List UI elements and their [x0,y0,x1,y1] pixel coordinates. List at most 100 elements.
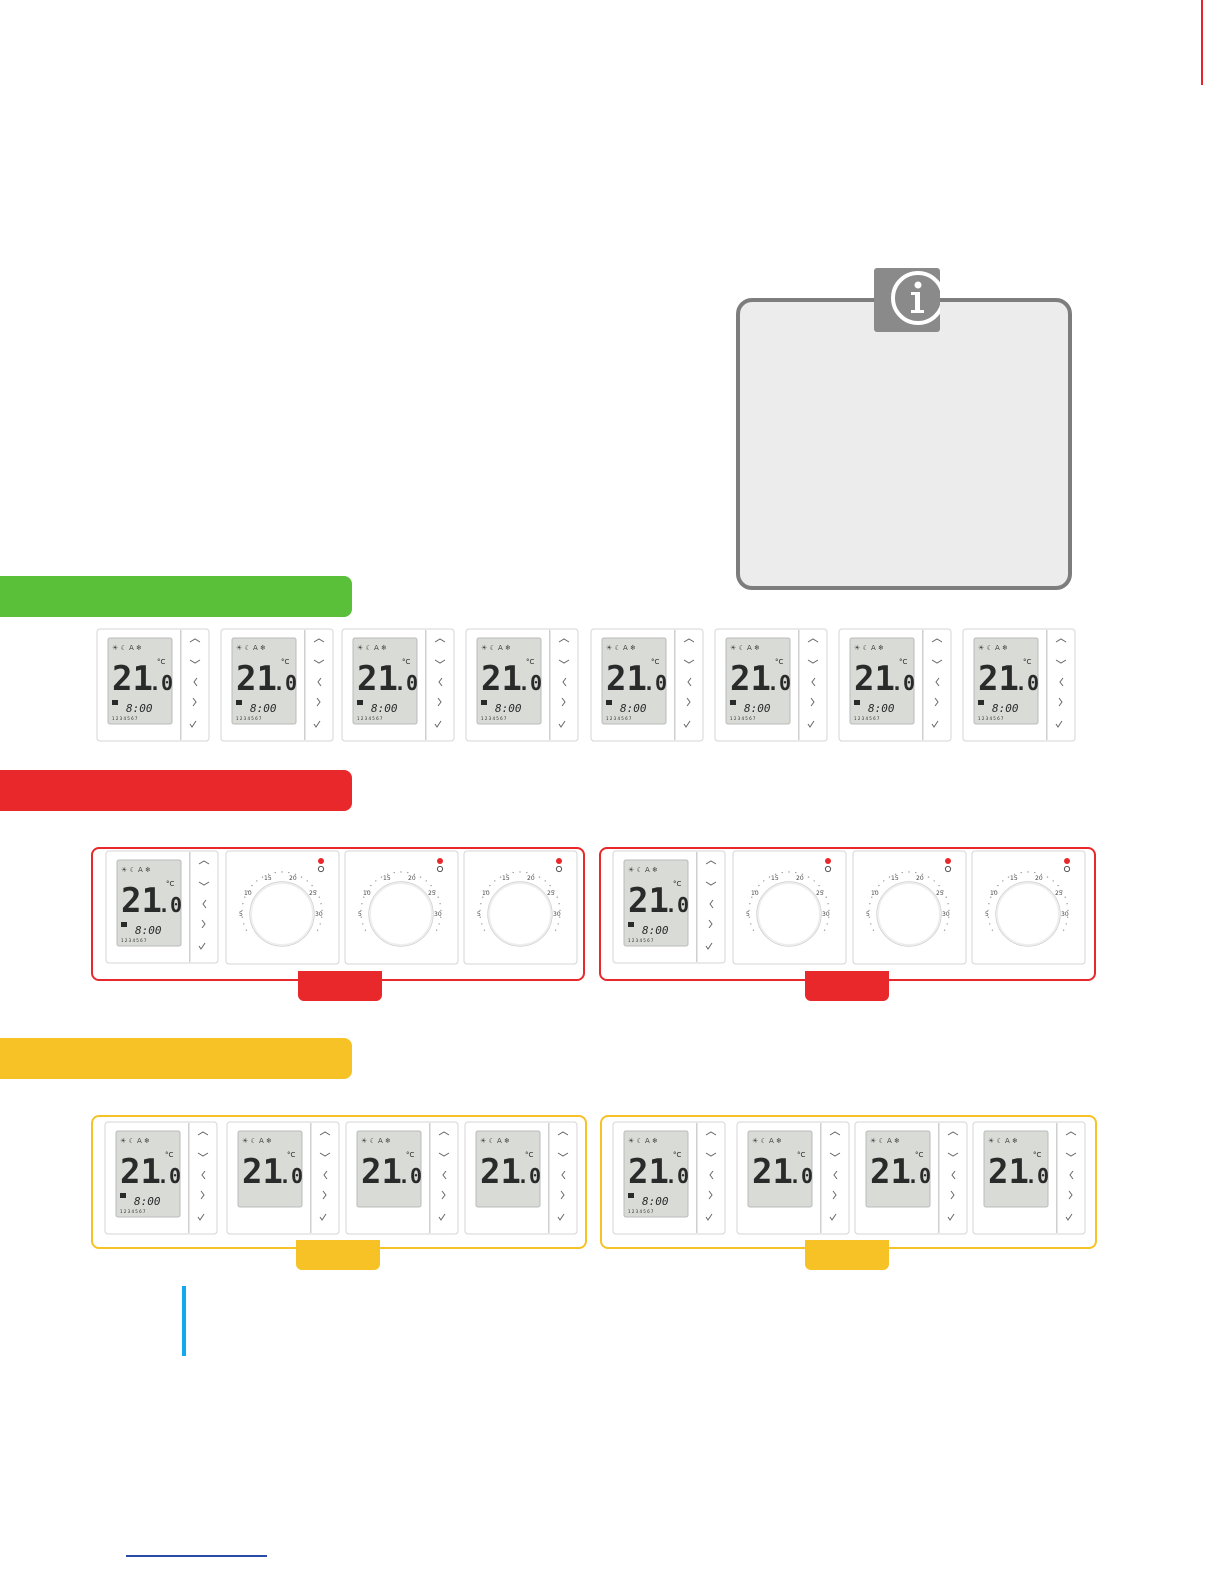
svg-text:.0: .0 [789,1164,813,1188]
svg-text:25: 25 [428,890,436,897]
digital-thermostat: ☀ ☾ A ❄ 21 .0 °C 8:00 1 2 3 4 5 6 7 [220,628,334,742]
svg-text:8:00: 8:00 [744,702,771,715]
svg-text:☀ ☾ A ❄: ☀ ☾ A ❄ [242,1137,272,1145]
group-tab-yellow-2 [805,1240,889,1270]
digital-thermostat-simple: ☀ ☾ A ❄ 21 .0 °C [345,1121,459,1235]
svg-text:1 2 3 4 5 6 7: 1 2 3 4 5 6 7 [120,1209,146,1214]
svg-text:25: 25 [309,890,317,897]
digital-thermostat-simple: ☀ ☾ A ❄ 21 .0 °C [736,1121,850,1235]
digital-thermostat-simple: ☀ ☾ A ❄ 21 .0 °C [854,1121,968,1235]
svg-text:30: 30 [315,911,323,918]
svg-text:5: 5 [239,911,243,918]
svg-text:.0: .0 [1025,1164,1049,1188]
digital-thermostat: ☀ ☾ A ❄ 21 .0 °C 8:00 1 2 3 4 5 6 7 [590,628,704,742]
svg-text:☀ ☾ A ❄: ☀ ☾ A ❄ [606,644,636,652]
group-tab-red-1 [298,971,382,1001]
svg-text:☀ ☾ A ❄: ☀ ☾ A ❄ [628,1137,658,1145]
svg-text:☀ ☾ A ❄: ☀ ☾ A ❄ [870,1137,900,1145]
svg-text:°C: °C [775,658,784,666]
svg-text:15: 15 [771,875,779,882]
svg-text:21: 21 [752,1152,793,1192]
svg-text:°C: °C [402,658,411,666]
digital-thermostat-simple: ☀ ☾ A ❄ 21 .0 °C [464,1121,578,1235]
svg-text:°C: °C [1033,1151,1042,1159]
footer-link-underline[interactable] [126,1555,267,1557]
group-tab-yellow-1 [296,1240,380,1270]
svg-text:.0: .0 [157,1164,181,1188]
svg-text:8:00: 8:00 [642,924,669,937]
svg-text:21: 21 [988,1152,1029,1192]
svg-text:5: 5 [477,911,481,918]
svg-text:21: 21 [854,659,895,699]
svg-text:.0: .0 [517,1164,541,1188]
info-box [736,298,1072,590]
digital-thermostat: ☀ ☾ A ❄ 21 .0 °C 8:00 1 2 3 4 5 6 7 [714,628,828,742]
svg-text:21: 21 [112,659,153,699]
digital-thermostat: ☀ ☾ A ❄ 21 .0 °C 8:00 1 2 3 4 5 6 7 [612,850,726,964]
category-bar-yellow [0,1038,352,1079]
svg-text:°C: °C [406,1151,415,1159]
svg-text:°C: °C [165,1151,174,1159]
svg-text:.0: .0 [518,671,542,695]
svg-text:21: 21 [481,659,522,699]
category-bar-red [0,770,352,811]
svg-text:21: 21 [628,1152,669,1192]
svg-text:.0: .0 [907,1164,931,1188]
svg-text:8:00: 8:00 [642,1195,669,1208]
svg-text:8:00: 8:00 [495,702,522,715]
svg-text:1 2 3 4 5 6 7: 1 2 3 4 5 6 7 [481,716,507,721]
svg-text:10: 10 [871,890,879,897]
digital-thermostat: ☀ ☾ A ❄ 21 .0 °C 8:00 1 2 3 4 5 6 7 [104,1121,218,1235]
svg-text:°C: °C [899,658,908,666]
svg-text:1 2 3 4 5 6 7: 1 2 3 4 5 6 7 [730,716,756,721]
svg-text:25: 25 [1055,890,1063,897]
svg-text:1 2 3 4 5 6 7: 1 2 3 4 5 6 7 [628,1209,654,1214]
svg-text:.0: .0 [767,671,791,695]
digital-thermostat-simple: ☀ ☾ A ❄ 21 .0 °C [972,1121,1086,1235]
svg-text:.0: .0 [665,893,689,917]
svg-text:10: 10 [751,890,759,897]
svg-text:.0: .0 [665,1164,689,1188]
digital-thermostat: ☀ ☾ A ❄ 21 .0 °C 8:00 1 2 3 4 5 6 7 [465,628,579,742]
svg-text:.0: .0 [643,671,667,695]
dial-thermostat: 5 10 15 20 25 30 [225,850,340,965]
svg-text:☀ ☾ A ❄: ☀ ☾ A ❄ [978,644,1008,652]
svg-text:☀ ☾ A ❄: ☀ ☾ A ❄ [752,1137,782,1145]
svg-text:1 2 3 4 5 6 7: 1 2 3 4 5 6 7 [606,716,632,721]
svg-text:10: 10 [244,890,252,897]
svg-text:21: 21 [242,1152,283,1192]
svg-text:21: 21 [978,659,1019,699]
svg-text:.0: .0 [1015,671,1039,695]
svg-text:21: 21 [628,881,669,921]
svg-text:8:00: 8:00 [250,702,277,715]
svg-text:25: 25 [547,890,555,897]
svg-text:21: 21 [730,659,771,699]
svg-text:20: 20 [1035,875,1043,882]
svg-text:20: 20 [527,875,535,882]
svg-text:1 2 3 4 5 6 7: 1 2 3 4 5 6 7 [978,716,1004,721]
svg-text:☀ ☾ A ❄: ☀ ☾ A ❄ [730,644,760,652]
svg-text:25: 25 [936,890,944,897]
svg-text:.0: .0 [891,671,915,695]
svg-text:21: 21 [361,1152,402,1192]
svg-text:15: 15 [264,875,272,882]
svg-text:°C: °C [287,1151,296,1159]
group-tab-red-2 [805,971,889,1001]
svg-text:☀ ☾ A ❄: ☀ ☾ A ❄ [361,1137,391,1145]
svg-text:30: 30 [553,911,561,918]
svg-text:8:00: 8:00 [134,1195,161,1208]
svg-text:5: 5 [358,911,362,918]
digital-thermostat: ☀ ☾ A ❄ 21 .0 °C 8:00 1 2 3 4 5 6 7 [105,850,219,964]
svg-text:1 2 3 4 5 6 7: 1 2 3 4 5 6 7 [121,938,147,943]
svg-text:20: 20 [289,875,297,882]
edge-marker [1201,0,1203,85]
svg-text:10: 10 [990,890,998,897]
svg-text:.0: .0 [273,671,297,695]
svg-text:°C: °C [525,1151,534,1159]
svg-text:21: 21 [236,659,277,699]
digital-thermostat-simple: ☀ ☾ A ❄ 21 .0 °C [226,1121,340,1235]
